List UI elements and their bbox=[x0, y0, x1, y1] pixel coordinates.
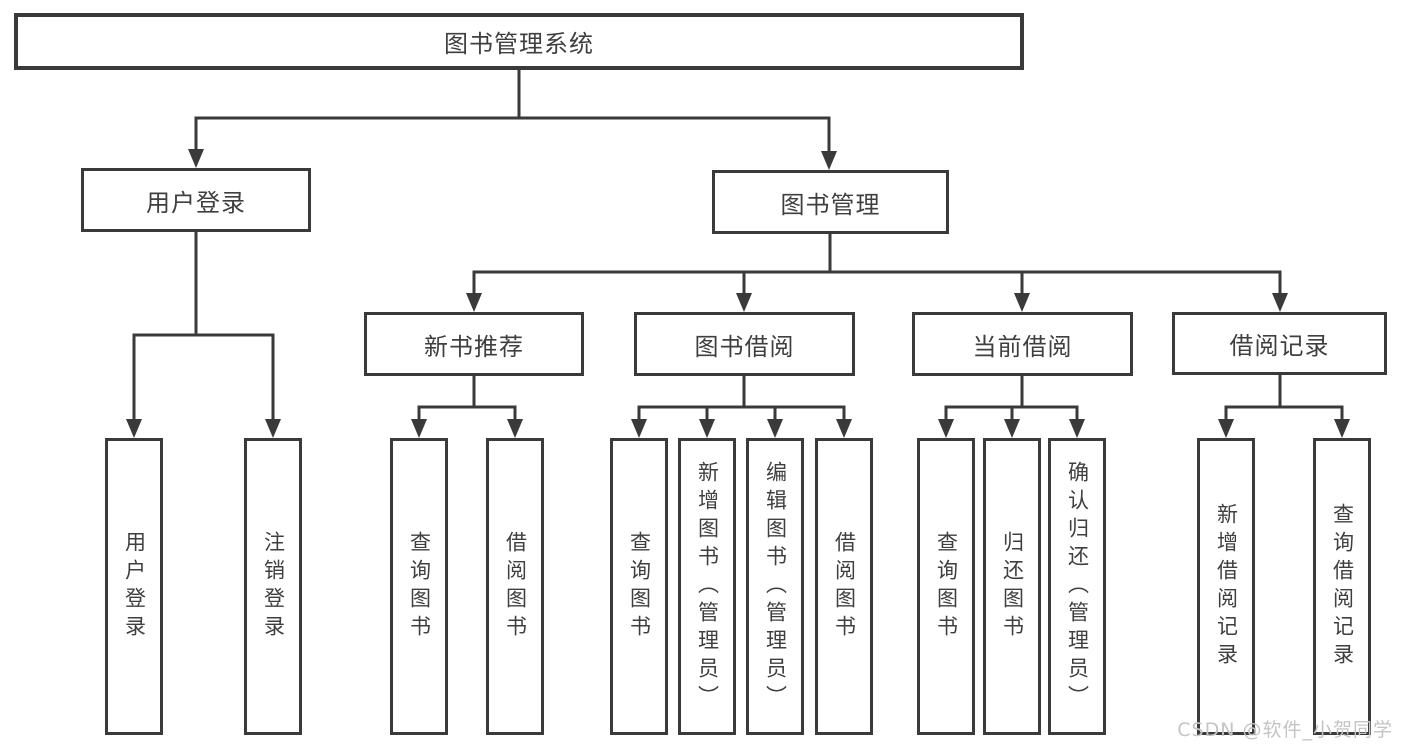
node-current-borrowing: 当前借阅 bbox=[912, 312, 1133, 376]
connector-line bbox=[1224, 375, 1344, 421]
connector-line bbox=[472, 234, 1282, 295]
leaf-return-books: 归还图书 bbox=[983, 438, 1041, 735]
leaf-query-books: 查询图书 bbox=[610, 438, 668, 735]
node-borrowing-records: 借阅记录 bbox=[1172, 312, 1387, 375]
leaf-borrow-books: 借阅图书 bbox=[815, 438, 873, 735]
arrow-down-icon bbox=[938, 419, 954, 438]
leaf-query-books: 查询图书 bbox=[917, 438, 975, 735]
connector-book-management-to-groups bbox=[466, 234, 1288, 312]
arrow-down-icon bbox=[1218, 419, 1234, 438]
leaf-add-books-admin: 新增图书（管理员） bbox=[678, 438, 736, 735]
arrow-down-icon bbox=[507, 419, 523, 438]
connector-root-to-level1 bbox=[188, 69, 837, 170]
node-book-management: 图书管理 bbox=[712, 170, 949, 234]
arrow-down-icon bbox=[821, 151, 837, 170]
arrow-down-icon bbox=[767, 419, 783, 438]
connector-line bbox=[944, 376, 1079, 421]
leaf-borrow-books: 借阅图书 bbox=[486, 438, 544, 735]
connector-borrowing-records-to-leaves bbox=[1218, 375, 1350, 438]
watermark: CSDN @软件_小贺同学 bbox=[1177, 719, 1393, 741]
arrow-down-icon bbox=[1004, 419, 1020, 438]
arrow-down-icon bbox=[126, 419, 142, 438]
arrow-down-icon bbox=[736, 293, 752, 312]
arrow-down-icon bbox=[466, 293, 482, 312]
leaf-query-borrow-record: 查询借阅记录 bbox=[1313, 438, 1371, 735]
leaf-edit-books-admin: 编辑图书（管理员） bbox=[746, 438, 804, 735]
connector-line bbox=[132, 232, 275, 421]
leaf-add-borrow-record: 新增借阅记录 bbox=[1197, 438, 1255, 735]
connector-line bbox=[417, 376, 517, 421]
connector-book-borrowing-to-leaves bbox=[631, 376, 852, 438]
node-user-login: 用户登录 bbox=[81, 168, 311, 232]
leaf-confirm-return-admin: 确认归还（管理员） bbox=[1048, 438, 1106, 735]
connector-new-book-recommend-to-leaves bbox=[411, 376, 523, 438]
connector-user-login-to-leaves bbox=[126, 232, 281, 438]
arrow-down-icon bbox=[265, 419, 281, 438]
arrow-down-icon bbox=[411, 419, 427, 438]
arrow-down-icon bbox=[1272, 293, 1288, 312]
leaf-query-books: 查询图书 bbox=[390, 438, 448, 735]
arrow-down-icon bbox=[699, 419, 715, 438]
arrow-down-icon bbox=[1069, 419, 1085, 438]
leaf-logout: 注销登录 bbox=[244, 438, 302, 735]
node-book-borrowing: 图书借阅 bbox=[634, 312, 855, 376]
connector-line bbox=[637, 376, 846, 421]
arrow-down-icon bbox=[631, 419, 647, 438]
arrow-down-icon bbox=[836, 419, 852, 438]
connector-line bbox=[194, 69, 831, 153]
leaf-user-login: 用户登录 bbox=[105, 438, 163, 735]
arrow-down-icon bbox=[1014, 293, 1030, 312]
arrow-down-icon bbox=[188, 149, 204, 168]
node-library-management-system: 图书管理系统 bbox=[14, 13, 1024, 70]
connector-current-borrowing-to-leaves bbox=[938, 376, 1085, 438]
arrow-down-icon bbox=[1334, 419, 1350, 438]
node-new-book-recommend: 新书推荐 bbox=[364, 312, 584, 376]
